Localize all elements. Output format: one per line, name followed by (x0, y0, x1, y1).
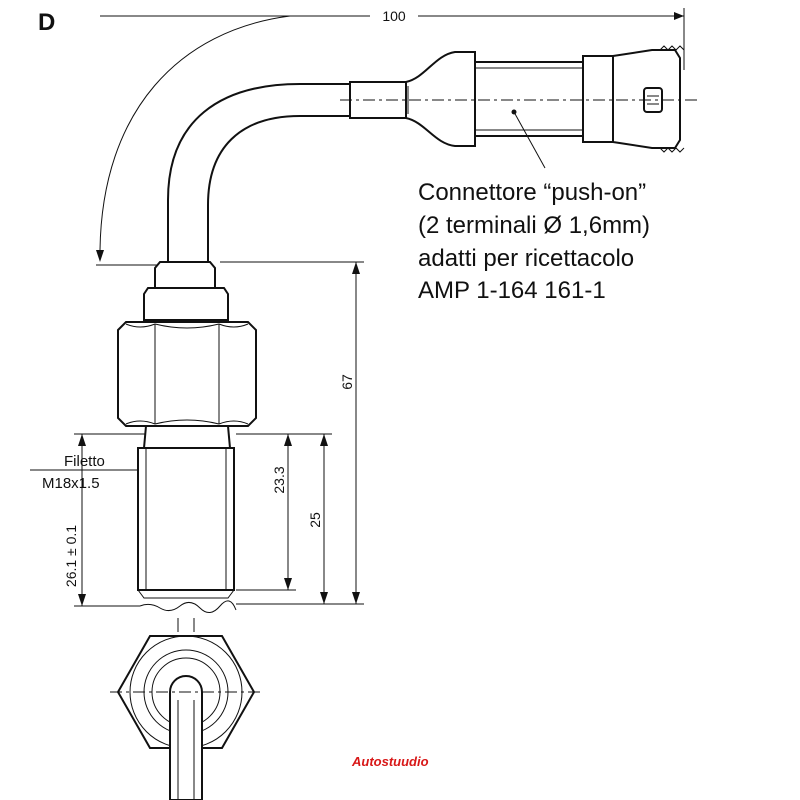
dim-26-label: 26.1 ± 0.1 (63, 525, 79, 587)
thread-label: Filetto M18x1.5 (30, 453, 138, 492)
cable-tube (167, 83, 350, 262)
dim-25-label: 25 (307, 512, 323, 528)
thread-label-line2: M18x1.5 (42, 475, 100, 492)
connector-note-line2: (2 terminali Ø 1,6mm) (418, 212, 650, 239)
sensor-body (117, 261, 257, 613)
figure-letter: D (38, 9, 55, 36)
connector-note: Connettore “push-on” (2 terminali Ø 1,6m… (418, 179, 650, 304)
thread-label-line1: Filetto (64, 453, 105, 470)
dimension-100: 100 (96, 8, 685, 266)
dim-67-label: 67 (339, 374, 355, 390)
dim-100-label: 100 (382, 8, 406, 24)
connector-note-line1: Connettore “push-on” (418, 179, 646, 206)
connector-note-line4: AMP 1-164 161-1 (418, 277, 606, 304)
hex-end-view (110, 618, 262, 800)
dimension-26: 26.1 ± 0.1 (63, 433, 146, 607)
connector-note-line3: adatti per ricettacolo (418, 245, 634, 272)
dimension-thread: 23.3 25 (236, 433, 364, 605)
dimension-67: 67 (220, 261, 364, 604)
watermark: Autostuudio (351, 754, 429, 769)
dim-23-3-label: 23.3 (271, 466, 287, 493)
push-on-connector (340, 45, 700, 169)
